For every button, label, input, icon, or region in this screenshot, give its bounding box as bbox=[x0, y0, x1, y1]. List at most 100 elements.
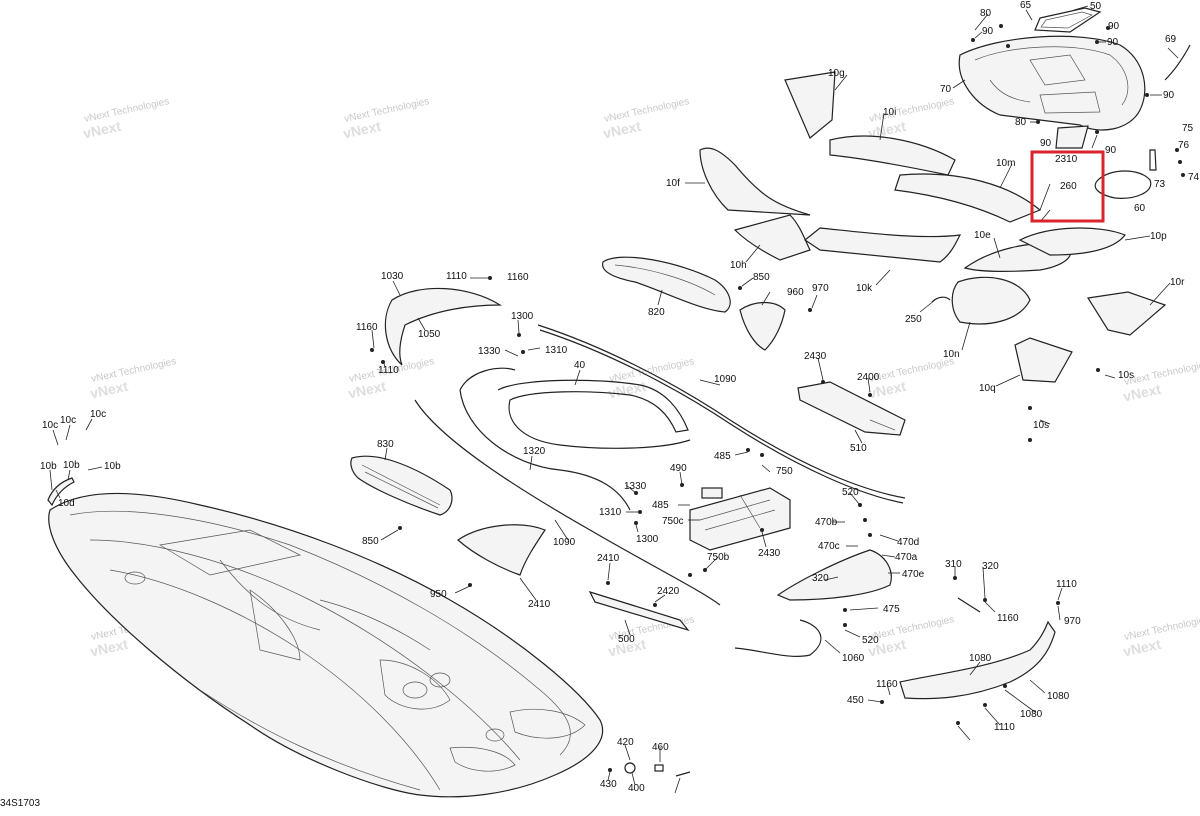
callout-label: 1300 bbox=[636, 534, 659, 545]
part-69 bbox=[1164, 44, 1191, 81]
callout-label: 830 bbox=[377, 439, 394, 450]
callout-label: 820 bbox=[648, 307, 665, 318]
watermark: vNext Technologies bbox=[83, 96, 170, 125]
callout-label: 90 bbox=[982, 26, 994, 37]
callout-label: 1060 bbox=[842, 653, 865, 664]
callout-label: 1160 bbox=[997, 613, 1019, 624]
part-400 bbox=[675, 771, 691, 777]
callout-label: 400 bbox=[628, 783, 645, 794]
leader-lines bbox=[49, 5, 1179, 794]
callout-label: 490 bbox=[670, 463, 687, 474]
panel-10r bbox=[1087, 291, 1167, 336]
part-470a bbox=[776, 549, 892, 601]
callout-label: 750c bbox=[662, 516, 684, 527]
callout-label: 10s bbox=[1118, 370, 1134, 381]
callout-label: 10p bbox=[1150, 231, 1167, 242]
svg-text:vNext: vNext bbox=[867, 118, 908, 142]
part-430 bbox=[624, 762, 636, 774]
part-830 bbox=[350, 455, 453, 516]
callout-label: 1330 bbox=[478, 346, 501, 357]
part-420 bbox=[654, 764, 664, 772]
callout-label: 60 bbox=[1134, 203, 1146, 214]
callout-label: 1110 bbox=[446, 271, 467, 282]
callout-label: 2310 bbox=[1055, 154, 1078, 165]
callout-label: 75 bbox=[1182, 123, 1194, 134]
callout-label: 90 bbox=[1107, 37, 1119, 48]
callout-label: 1310 bbox=[545, 345, 568, 356]
callout-label: 470c bbox=[818, 541, 840, 552]
watermark: vNext Technologies bbox=[90, 356, 177, 385]
callout-label: 10c bbox=[90, 409, 106, 420]
panel-10n bbox=[951, 276, 1031, 325]
callout-label: 65 bbox=[1020, 0, 1032, 11]
callout-label: 10s bbox=[1033, 420, 1049, 431]
watermark: vNext Technologies bbox=[1123, 614, 1200, 643]
callout-label: 475 bbox=[883, 604, 900, 615]
callout-label: 73 bbox=[1154, 179, 1166, 190]
callout-label: 40 bbox=[574, 360, 586, 371]
callout-label: 470a bbox=[895, 552, 918, 563]
watermark: vNext Technologies bbox=[868, 96, 955, 125]
callout-label: 1310 bbox=[599, 507, 622, 518]
panel-10h bbox=[733, 214, 811, 261]
callout-label: 1110 bbox=[378, 365, 399, 376]
callout-label: 69 bbox=[1165, 34, 1177, 45]
part-960 bbox=[739, 301, 786, 351]
callout-label: 90 bbox=[1040, 138, 1052, 149]
watermark: vNext Technologies bbox=[608, 356, 695, 385]
svg-text:vNext: vNext bbox=[867, 636, 908, 660]
callout-label: 10g bbox=[828, 68, 845, 79]
callout-label: 750b bbox=[707, 552, 730, 563]
callout-label: 80 bbox=[1015, 117, 1027, 128]
callout-label: 1090 bbox=[553, 537, 576, 548]
callout-label: 1300 bbox=[511, 311, 534, 322]
callout-label: 1160 bbox=[876, 679, 898, 690]
callout-label: 74 bbox=[1188, 172, 1200, 183]
part-320 bbox=[957, 597, 981, 613]
svg-text:vNext: vNext bbox=[602, 118, 643, 142]
part-2400 bbox=[797, 381, 906, 436]
callout-label: 50 bbox=[1090, 1, 1102, 12]
part-1090-lower-rail bbox=[414, 399, 721, 606]
callout-label: 10b bbox=[40, 461, 57, 472]
callout-label: 460 bbox=[652, 742, 669, 753]
svg-text:vNext: vNext bbox=[82, 118, 123, 142]
hull-drawing bbox=[48, 492, 604, 798]
callout-label: 10b bbox=[63, 460, 80, 471]
callout-label: 1320 bbox=[523, 446, 546, 457]
part-50-gasket bbox=[1034, 7, 1102, 33]
callout-label: 10m bbox=[996, 158, 1015, 169]
watermark: vNext Technologies bbox=[868, 356, 955, 385]
callout-label: 420 bbox=[617, 737, 634, 748]
callout-label: 1080 bbox=[969, 653, 992, 664]
callout-label: 950 bbox=[430, 589, 447, 600]
callout-label: 10k bbox=[856, 283, 873, 294]
part-2310 bbox=[1055, 125, 1089, 149]
fasteners bbox=[370, 24, 1185, 772]
callout-label: 10r bbox=[1170, 277, 1185, 288]
panel-10f bbox=[699, 147, 811, 216]
svg-text:vNext: vNext bbox=[89, 636, 130, 660]
callout-label: 90 bbox=[1108, 21, 1120, 32]
part-1060 bbox=[899, 620, 1056, 700]
callout-label: 960 bbox=[787, 287, 804, 298]
callout-label: 310 bbox=[945, 559, 962, 570]
callout-label: 1030 bbox=[381, 271, 404, 282]
callout-label: 10c bbox=[42, 420, 58, 431]
callout-label: 510 bbox=[850, 443, 867, 454]
callout-label: 1330 bbox=[624, 481, 647, 492]
callout-label: 500 bbox=[618, 634, 635, 645]
part-1030 bbox=[384, 287, 503, 366]
callout-label: 1110 bbox=[1056, 579, 1077, 590]
callout-label: 1160 bbox=[356, 322, 378, 333]
callout-label: 80 bbox=[980, 8, 992, 19]
callout-label: 2430 bbox=[758, 548, 781, 559]
callout-label: 70 bbox=[940, 84, 952, 95]
part-1090-rail bbox=[537, 324, 906, 499]
callout-label: 1050 bbox=[418, 329, 441, 340]
svg-text:vNext: vNext bbox=[347, 378, 388, 402]
callout-label: 2430 bbox=[804, 351, 827, 362]
callout-label: 10e bbox=[974, 230, 991, 241]
